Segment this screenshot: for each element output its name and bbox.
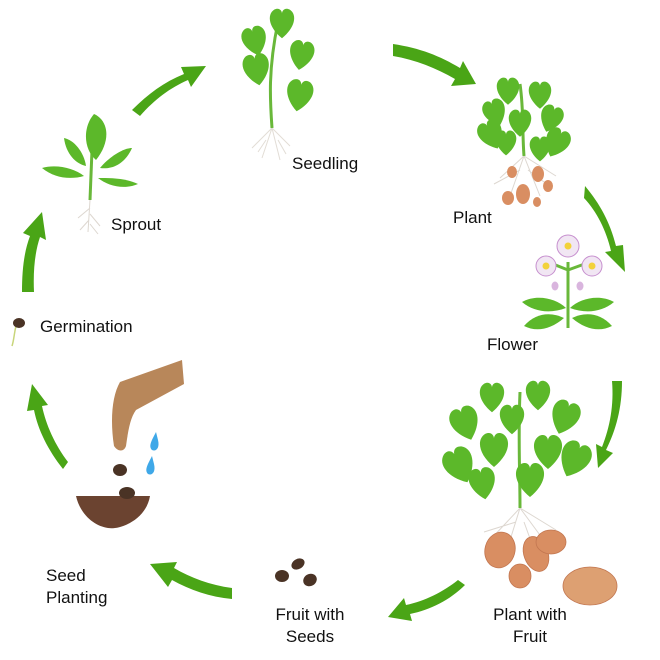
- plant-with-fruit-illustration: [438, 380, 618, 606]
- arrow-sprout-to-seedling: [132, 66, 206, 116]
- sprout-illustration: [42, 114, 138, 235]
- stage-label-seed-planting: Seed Planting: [46, 566, 108, 607]
- seedling-illustration: [239, 8, 316, 161]
- arrow-fruit-plant-to-seeds: [388, 580, 465, 621]
- arrow-flower-to-fruit-plant: [596, 381, 622, 468]
- stage-label-plant-with-fruit: Plant with Fruit: [493, 605, 567, 646]
- stage-label-sprout: Sprout: [111, 215, 162, 234]
- stage-label-fruit-with-seeds: Fruit with Seeds: [275, 605, 345, 646]
- hand: [112, 360, 184, 451]
- arrows: [22, 44, 625, 621]
- arrow-germination-to-sprout: [22, 212, 46, 292]
- seeds-illustration: [275, 558, 317, 587]
- stage-label-plant: Plant: [453, 208, 492, 227]
- arrow-seeds-to-planting: [150, 562, 232, 599]
- stage-label-germination: Germination: [40, 317, 133, 336]
- arrow-seedling-to-plant: [393, 44, 476, 86]
- stage-label-seedling: Seedling: [292, 154, 359, 173]
- plant-illustration: [474, 77, 574, 207]
- seed-planting-illustration: [76, 360, 184, 529]
- arrow-plant-to-flower: [584, 186, 625, 272]
- flower-illustration: [522, 234, 614, 330]
- stage-label-flower: Flower: [487, 335, 539, 354]
- flower-blooms: [535, 234, 603, 291]
- arrow-planting-to-germination: [27, 384, 68, 469]
- germination-illustration: [11, 318, 25, 347]
